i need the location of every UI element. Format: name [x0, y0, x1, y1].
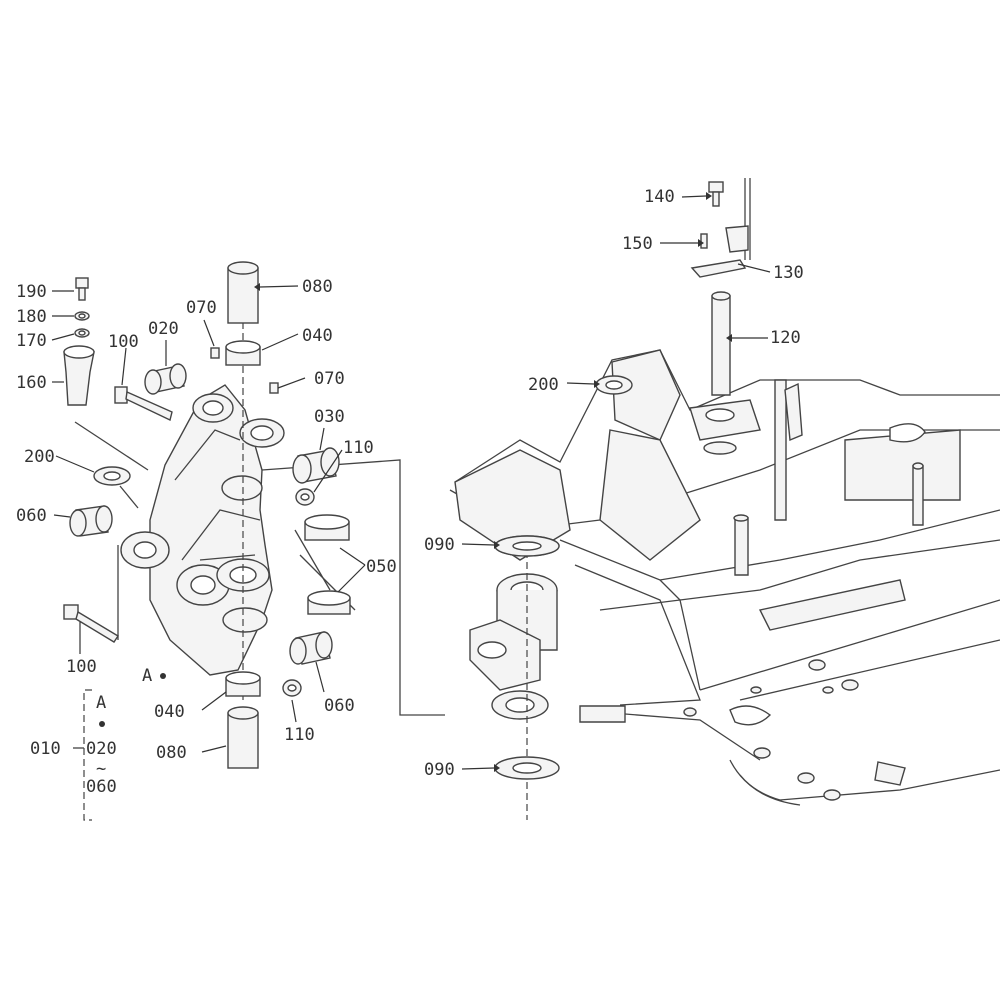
callout-100-top: 100	[108, 332, 139, 352]
washer-200-right	[595, 375, 633, 395]
legend-tilde: ~	[96, 759, 106, 779]
pin-080-bottom	[227, 706, 259, 769]
seal-050-lower	[307, 590, 351, 615]
leader-lines	[51, 195, 771, 770]
legend-020: 020	[86, 739, 117, 759]
washer-200-left	[93, 466, 139, 509]
callout-040-bottom: 040	[154, 702, 185, 722]
callout-200-left: 200	[24, 447, 55, 467]
callout-190: 190	[16, 282, 47, 302]
callout-labels: 140 150 130 120 200 090 090 050 190 180 …	[16, 187, 804, 797]
callout-050: 050	[366, 557, 397, 577]
leader-arrowheads	[254, 192, 732, 772]
callout-090-top: 090	[424, 535, 455, 555]
washer-170	[74, 328, 90, 338]
callout-200-right: 200	[528, 375, 559, 395]
seal-050-upper	[304, 514, 350, 541]
callout-070-a: 070	[186, 298, 217, 318]
callout-080-bottom: 080	[156, 743, 187, 763]
washer-090-top	[494, 535, 560, 557]
callout-140: 140	[644, 187, 675, 207]
bushing-040-top	[225, 340, 261, 366]
nut-110-top	[295, 488, 315, 506]
mark-a: A	[142, 666, 152, 686]
nut-110-bottom	[282, 679, 302, 697]
bolt-190	[75, 277, 89, 301]
grease-fitting-070-b	[269, 382, 279, 394]
legend-060: 060	[86, 777, 117, 797]
callout-170: 170	[16, 331, 47, 351]
bushing-060-left	[69, 505, 113, 537]
callout-180: 180	[16, 307, 47, 327]
bolt-140	[708, 181, 724, 207]
callout-110-bottom: 110	[284, 725, 315, 745]
callout-060-left: 060	[16, 506, 47, 526]
bushing-060-right	[289, 631, 333, 665]
washer-090-bottom	[494, 756, 560, 780]
legend-bracket	[83, 689, 105, 821]
cap-160	[63, 345, 95, 406]
mark-a-dot	[160, 673, 166, 679]
callout-020: 020	[148, 319, 179, 339]
callout-090-bottom: 090	[424, 760, 455, 780]
callout-030: 030	[314, 407, 345, 427]
front-frame-assembly	[449, 178, 1000, 820]
callout-100-bottom: 100	[66, 657, 97, 677]
callout-070-b: 070	[314, 369, 345, 389]
callout-150: 150	[622, 234, 653, 254]
bushing-040-bottom	[225, 671, 261, 697]
grease-fitting-070-a	[210, 347, 220, 359]
washer-180	[74, 311, 90, 321]
callout-160: 160	[16, 373, 47, 393]
pin-150	[700, 233, 708, 249]
legend-a: A	[96, 693, 106, 713]
callout-130: 130	[773, 263, 804, 283]
callout-110-top: 110	[343, 438, 374, 458]
bushing-020	[144, 363, 187, 395]
callout-080-top: 080	[302, 277, 333, 297]
legend-010: 010	[30, 739, 61, 759]
callout-120: 120	[770, 328, 801, 348]
bolt-100-top	[114, 386, 173, 422]
bolt-100-bottom	[63, 604, 119, 643]
pin-080-top	[227, 261, 259, 324]
callout-060-right: 060	[324, 696, 355, 716]
callout-040-top: 040	[302, 326, 333, 346]
